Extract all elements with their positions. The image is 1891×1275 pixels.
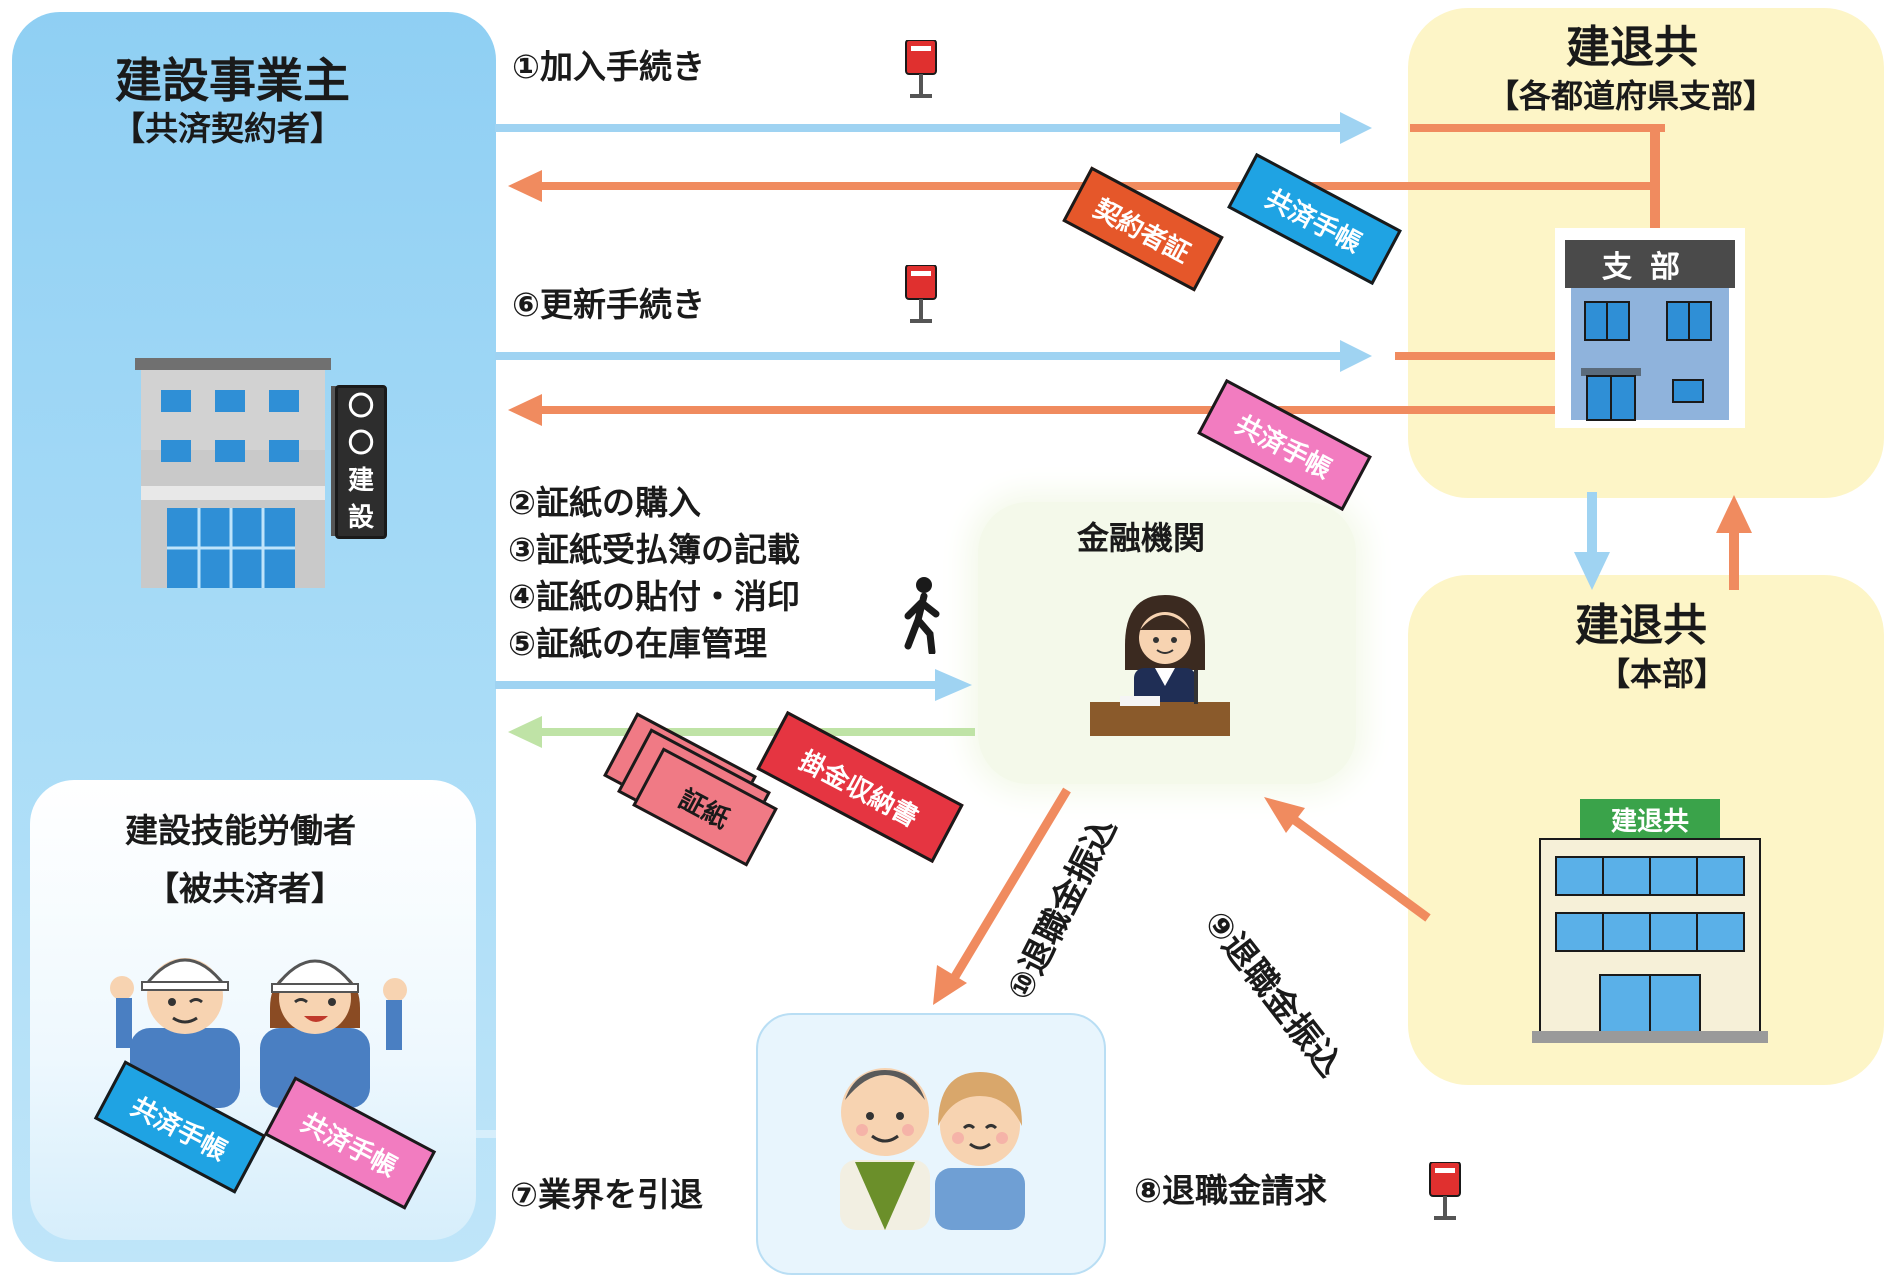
arrow-stamp-purchase	[495, 669, 972, 701]
employer-subtitle: 【共済契約者】	[112, 109, 343, 148]
connector-retire	[476, 1130, 496, 1138]
arrow-retirement-transfer-to-retiree	[933, 787, 1071, 1005]
hq-building-sign: 建退共	[1610, 806, 1689, 837]
step-8-label: ⑧退職金請求	[1134, 1171, 1327, 1210]
step-5-label: ⑤証紙の在庫管理	[508, 624, 767, 663]
elderly-couple-icon	[820, 1040, 1040, 1230]
arrow-renewal	[495, 340, 1372, 372]
arrow-hq-to-branch	[1716, 495, 1752, 590]
step-1-label: ①加入手続き	[512, 47, 705, 86]
company-sign: 〇 〇 建 設	[335, 385, 387, 539]
branch-building-sign: 支部	[1602, 250, 1698, 285]
sign-char-3: 建	[347, 465, 374, 496]
branch-building-icon	[1555, 228, 1745, 428]
arrow-handbook-return	[508, 352, 1570, 426]
arrow-retirement-transfer-to-bank	[1264, 797, 1431, 922]
worker-title: 建設技能労働者	[125, 811, 356, 850]
walking-person-icon	[896, 576, 946, 656]
step-3-label: ③証紙受払簿の記載	[508, 530, 800, 569]
post-box-icon	[1428, 1161, 1462, 1222]
arrow-branch-to-hq	[1574, 492, 1610, 590]
step-7-label: ⑦業界を引退	[510, 1175, 703, 1214]
sign-char-2: 〇	[347, 428, 374, 459]
office-building-icon	[135, 358, 385, 588]
sign-char-1: 〇	[347, 391, 374, 422]
post-box-icon	[904, 264, 938, 325]
post-box-icon	[904, 39, 938, 100]
bank-clerk-icon	[1090, 590, 1230, 740]
hq-building-icon	[1530, 795, 1770, 1045]
employer-title: 建設事業主	[115, 54, 350, 109]
arrow-stamp-delivery	[508, 716, 975, 748]
bank-title: 金融機関	[1077, 519, 1206, 557]
branch-subtitle: 【各都道府県支部】	[1487, 77, 1776, 115]
sign-char-4: 設	[347, 502, 374, 533]
arrow-enroll	[495, 112, 1372, 144]
step-4-label: ④証紙の貼付・消印	[508, 577, 800, 616]
hq-title: 建退共	[1575, 600, 1707, 651]
worker-subtitle: 【被共済者】	[146, 869, 344, 908]
hq-subtitle: 【本部】	[1598, 655, 1727, 693]
step-6-label: ⑥更新手続き	[512, 285, 705, 324]
step-2-label: ②証紙の購入	[508, 483, 701, 522]
retiree-panel	[756, 1013, 1106, 1275]
branch-title: 建退共	[1566, 22, 1698, 73]
